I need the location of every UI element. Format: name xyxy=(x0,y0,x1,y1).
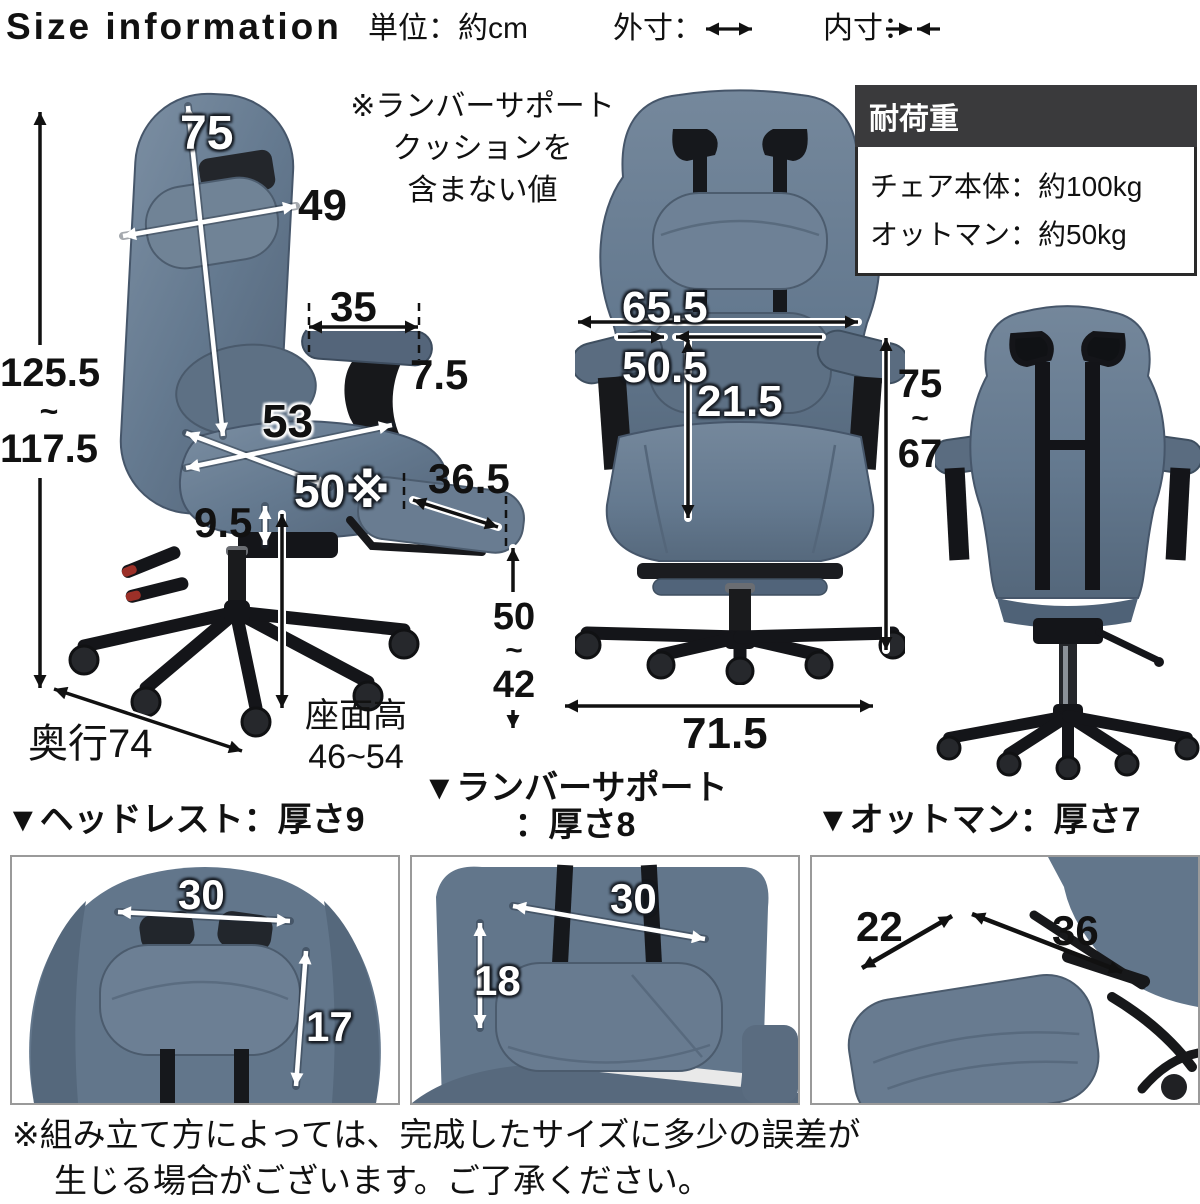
backrest-height-min: 67 xyxy=(897,432,943,476)
headrest-section-label: ▼ヘッドレスト：厚さ9 xyxy=(6,801,365,839)
overall-height-min: 117.5 xyxy=(0,427,98,471)
dim-lumbar-width: 30 xyxy=(610,875,657,922)
dim-footrest-length: 36.5 xyxy=(428,455,510,502)
dim-depth: 奥行74 xyxy=(28,722,153,766)
inner-dim-label: 内寸： xyxy=(823,12,913,45)
lumbar-section-label: ▼ランバーサポート ：厚さ8 xyxy=(420,769,730,845)
lumbar-note-line1: ※ランバーサポート xyxy=(350,90,615,123)
load-capacity-body: チェア本体：約100kg オットマン：約50kg xyxy=(855,147,1197,276)
dim-base-width: 71.5 xyxy=(682,709,768,758)
dim-seat-height: 座面高 46~54 xyxy=(286,696,426,778)
load-capacity-ottoman: オットマン：約50kg xyxy=(870,219,1127,250)
page-title: Size information xyxy=(6,6,342,47)
ottoman-photo xyxy=(810,855,1200,1105)
dim-overall-height: 125.5 ~ 117.5 xyxy=(0,350,101,472)
lumbar-section-label-line1: ▼ランバーサポート xyxy=(422,769,728,807)
lumbar-note-line3: 含まない値 xyxy=(407,174,558,207)
lumbar-photo xyxy=(410,855,800,1105)
outer-dim-label: 外寸： xyxy=(613,12,703,45)
dim-armrest-length: 35 xyxy=(330,283,377,330)
dim-headrest-width: 30 xyxy=(178,871,225,918)
ottoman-photo-illustration xyxy=(847,857,1198,1103)
unit-label: 単位：約cm xyxy=(368,12,528,45)
overall-height-max: 125.5 xyxy=(0,351,101,395)
backrest-height-tilde: ~ xyxy=(911,402,929,435)
assembly-note: ※組み立て方によっては、完成したサイズに多少の誤差が 生じる場合がございます。ご… xyxy=(12,1112,860,1204)
chair-front-view-illustration xyxy=(575,89,905,685)
back-chair xyxy=(935,305,1200,780)
dim-seat-width: 50※ xyxy=(294,465,390,517)
dim-lumbar-to-seat: 21.5 xyxy=(697,377,783,426)
dim-outer-width: 65.5 xyxy=(622,283,708,332)
load-capacity-title: 耐荷重 xyxy=(855,85,1197,147)
dim-footrest-height: 50 ~ 42 xyxy=(488,596,540,706)
footrest-height-tilde: ~ xyxy=(505,634,523,667)
assembly-note-line1: ※組み立て方によっては、完成したサイズに多少の誤差が xyxy=(12,1116,861,1153)
assembly-note-line2: 生じる場合がございます。ご了承ください。 xyxy=(54,1162,711,1199)
footrest-height-min: 42 xyxy=(492,664,536,706)
dim-backrest-height: 75 ~ 67 xyxy=(892,362,948,476)
lumbar-note: ※ランバーサポート クッションを 含まない値 xyxy=(330,86,635,212)
seat-height-label: 座面高 xyxy=(305,697,407,735)
load-capacity-chair: チェア本体：約100kg xyxy=(870,171,1143,202)
lumbar-photo-illustration xyxy=(412,864,798,1103)
dim-backrest-diagonal: 75 xyxy=(180,107,234,160)
backrest-height-max: 75 xyxy=(897,362,943,406)
lumbar-section-label-line2: ：厚さ8 xyxy=(514,806,636,845)
ottoman-section-label: ▼オットマン：厚さ7 xyxy=(816,801,1141,839)
dim-seat-diagonal: 53 xyxy=(262,395,314,447)
dim-ottoman-width: 22 xyxy=(856,903,903,950)
dim-lumbar-height: 18 xyxy=(474,957,521,1004)
seat-height-range: 46~54 xyxy=(308,738,404,776)
footrest-height-max: 50 xyxy=(492,596,536,638)
lumbar-note-line2: クッションを xyxy=(392,132,573,165)
dim-inner-width: 50.5 xyxy=(622,343,708,392)
dim-headrest-height: 17 xyxy=(306,1003,353,1050)
front-chair xyxy=(575,89,905,685)
dim-ottoman-length: 36 xyxy=(1052,907,1099,954)
dim-armrest-pad-height: 7.5 xyxy=(410,351,469,398)
dim-seat-cushion-thickness: 9.5 xyxy=(194,499,253,546)
dim-backrest-width: 49 xyxy=(298,181,347,230)
overall-height-tilde: ~ xyxy=(39,393,59,429)
load-capacity-box: 耐荷重 チェア本体：約100kg オットマン：約50kg xyxy=(855,85,1197,276)
chair-back-view-illustration xyxy=(935,305,1200,780)
